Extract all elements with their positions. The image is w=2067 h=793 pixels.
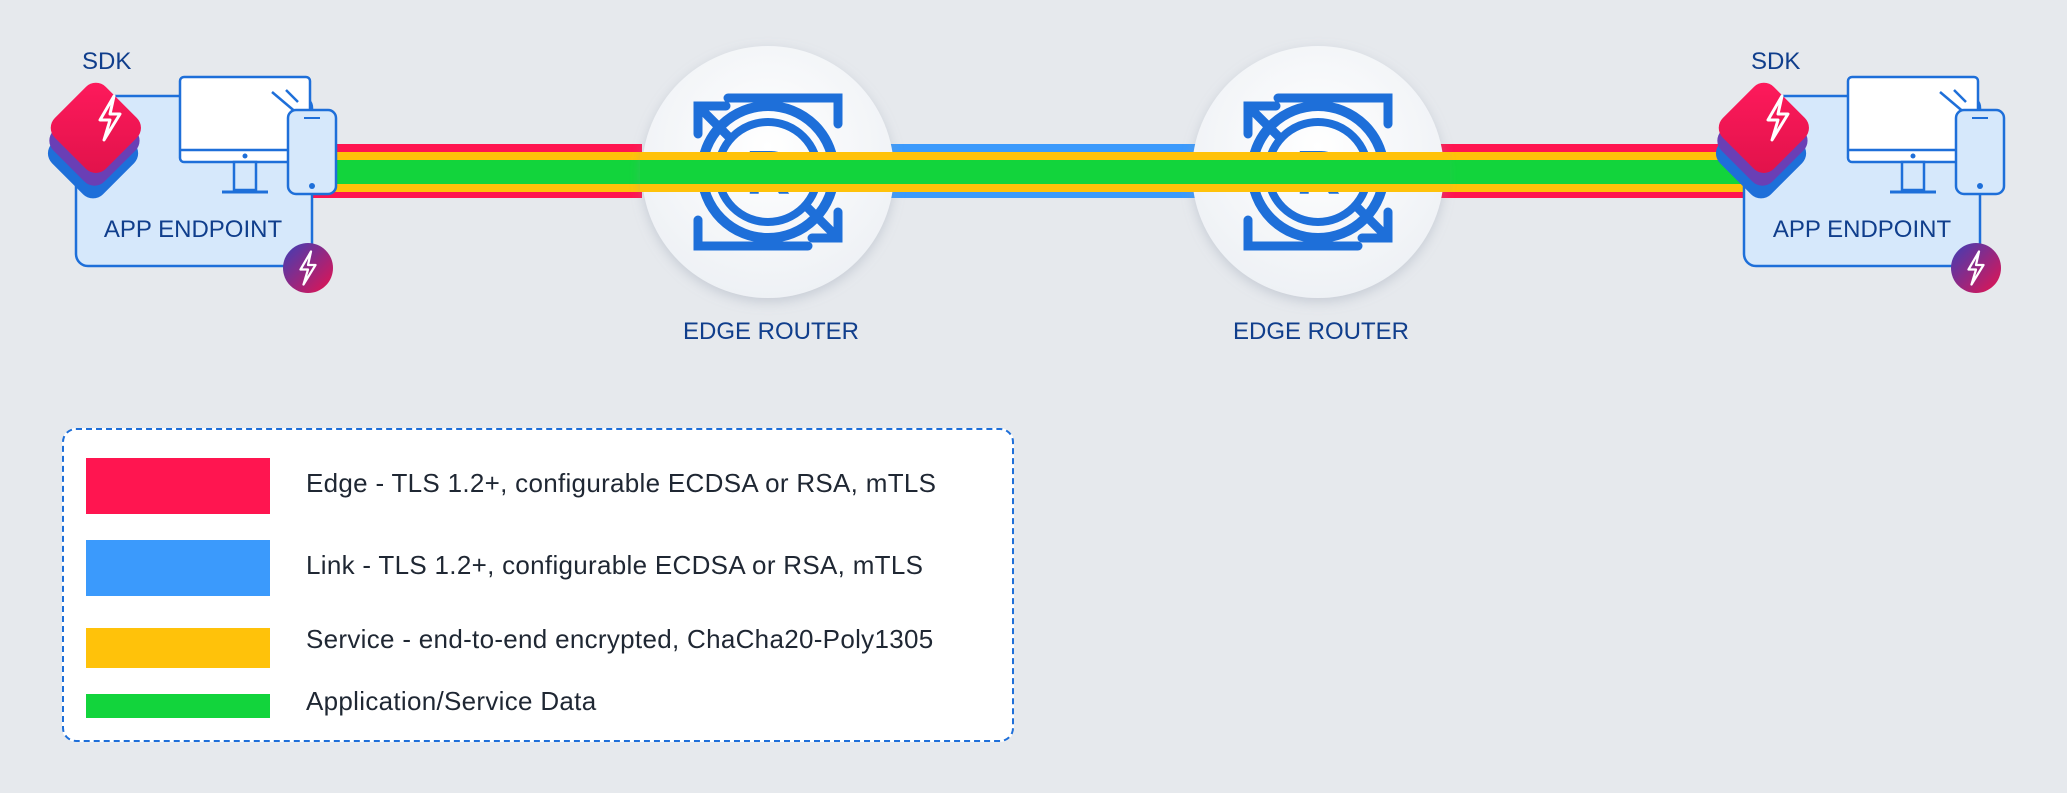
mobile-icon — [1954, 108, 2006, 196]
sdk-badge-icon — [283, 243, 333, 293]
legend-text-service: Service - end-to-end encrypted, ChaCha20… — [306, 624, 934, 654]
legend-text-link: Link - TLS 1.2+, configurable ECDSA or R… — [306, 550, 924, 580]
app-endpoint-right — [1715, 75, 2006, 293]
router-label-1: EDGE ROUTER — [682, 318, 859, 345]
legend-swatch-edge — [86, 458, 270, 514]
legend-swatch-link — [86, 540, 270, 596]
legend-swatch-data — [86, 694, 270, 718]
legend: Edge - TLS 1.2+, configurable ECDSA or R… — [62, 428, 1014, 742]
router-label-2: EDGE ROUTER — [1232, 318, 1409, 345]
sdk-stack-icon — [1715, 82, 1809, 199]
sdk-label-left: SDK — [82, 48, 132, 75]
app-endpoint-label-right: APP ENDPOINT — [1772, 216, 1952, 243]
sdk-stack-icon — [47, 82, 141, 199]
app-endpoint-left — [47, 75, 338, 293]
sdk-badge-icon — [1951, 243, 2001, 293]
app-endpoint-label-left: APP ENDPOINT — [103, 216, 283, 243]
legend-swatch-service — [86, 628, 270, 668]
sdk-label-right: SDK — [1751, 48, 1801, 75]
mobile-icon — [286, 108, 338, 196]
desktop-icon — [1846, 75, 1980, 194]
data-stream-over — [640, 160, 1450, 184]
legend-text-edge: Edge - TLS 1.2+, configurable ECDSA or R… — [306, 468, 937, 498]
legend-text-data: Application/Service Data — [306, 686, 597, 716]
